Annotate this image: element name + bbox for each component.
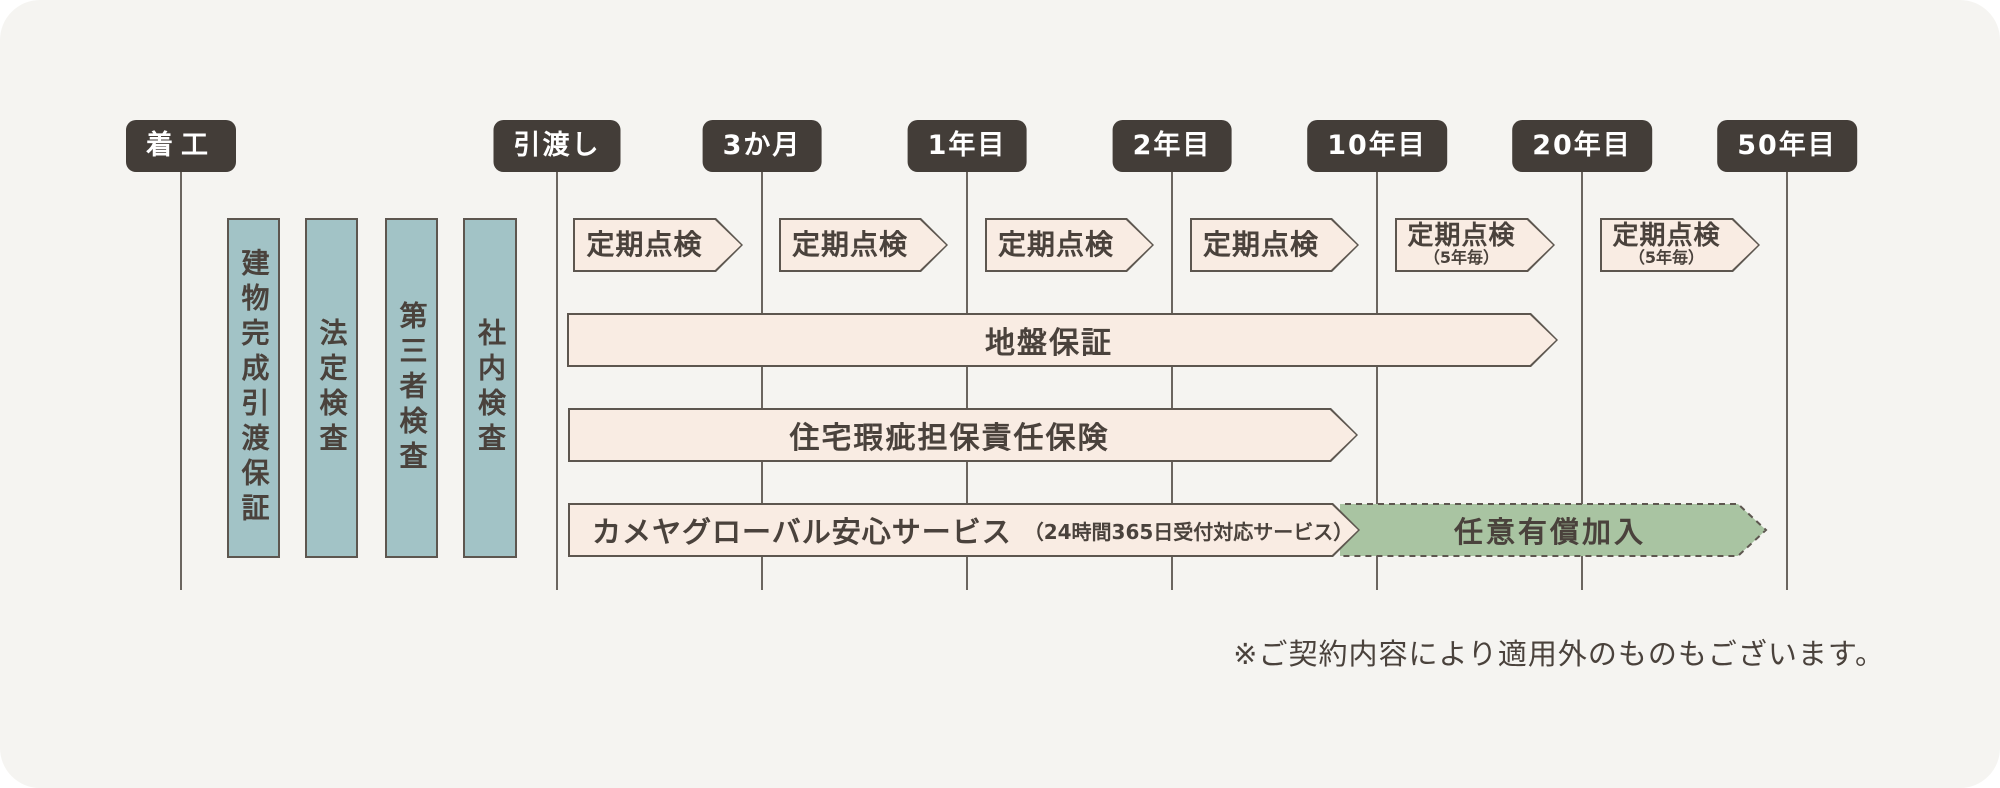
milestone-label: 20年目 bbox=[1512, 120, 1652, 172]
periodic-inspection-label: 定期点検 bbox=[791, 228, 908, 262]
periodic-inspection-sublabel: （5年毎） bbox=[1423, 248, 1500, 268]
ground-warranty-label: 地盤保証 bbox=[985, 326, 1113, 361]
optional-paid-banner: 任意有償加入 bbox=[1340, 503, 1768, 557]
milestone-hikiwatashi: 引渡し bbox=[493, 120, 621, 172]
process-bar-label: 社内検査 bbox=[474, 318, 507, 458]
periodic-inspection-sublabel: （5年毎） bbox=[1628, 248, 1705, 268]
process-bar-inhouse-inspection: 社内検査 bbox=[463, 218, 517, 558]
periodic-inspection-label: 定期点検 bbox=[586, 228, 703, 262]
milestone-year10: 10年目 bbox=[1307, 120, 1447, 172]
periodic-inspection-arrow-3: 定期点検 bbox=[985, 218, 1154, 272]
arrow-fill bbox=[781, 220, 946, 270]
kameya-service-note: （24時間365日受付対応サービス） bbox=[1023, 519, 1354, 544]
timeline-line-3months bbox=[761, 170, 763, 590]
periodic-inspection-label: 定期点検 bbox=[1407, 220, 1516, 251]
timeline-line-year10 bbox=[1376, 170, 1378, 590]
defect-insurance-banner: 住宅瑕疵担保責任保険 bbox=[568, 408, 1358, 462]
periodic-inspection-arrow-4: 定期点検 bbox=[1190, 218, 1359, 272]
milestone-label: 10年目 bbox=[1307, 120, 1447, 172]
milestone-label: 引渡し bbox=[493, 120, 621, 172]
process-bar-label: 建物完成引渡保証 bbox=[237, 248, 271, 528]
process-bar-label: 法定検査 bbox=[315, 318, 349, 458]
periodic-inspection-arrow-2: 定期点検 bbox=[779, 218, 948, 272]
milestone-label: 1年目 bbox=[907, 120, 1027, 172]
arrow-fill bbox=[1397, 220, 1553, 270]
contract-footnote: ※ご契約内容により適用外のものもございます。 bbox=[1233, 637, 1885, 671]
milestone-label: 3か月 bbox=[702, 120, 822, 172]
milestone-year20: 20年目 bbox=[1512, 120, 1652, 172]
timeline-line-hikiwatashi bbox=[556, 170, 558, 590]
milestone-chakko: 着工 bbox=[126, 120, 236, 172]
timeline-line-year1 bbox=[966, 170, 968, 590]
periodic-inspection-label: 定期点検 bbox=[1612, 220, 1721, 251]
kameya-service-banner: カメヤグローバル安心サービス （24時間365日受付対応サービス） bbox=[568, 503, 1360, 557]
timeline-line-year50 bbox=[1786, 170, 1788, 590]
arrow-fill bbox=[575, 220, 741, 270]
arrow-fill bbox=[569, 315, 1556, 365]
kameya-service-label: カメヤグローバル安心サービス bbox=[592, 515, 1012, 549]
periodic-inspection-label: 定期点検 bbox=[1202, 228, 1319, 262]
milestone-3months: 3か月 bbox=[702, 120, 822, 172]
periodic-inspection-arrow-1: 定期点検 bbox=[573, 218, 743, 272]
periodic-inspection-label: 定期点検 bbox=[997, 228, 1114, 262]
milestone-year1: 1年目 bbox=[907, 120, 1027, 172]
process-bar-completion-guarantee: 建物完成引渡保証 bbox=[227, 218, 280, 558]
milestone-label: 2年目 bbox=[1112, 120, 1232, 172]
arrow-fill bbox=[1192, 220, 1357, 270]
process-bar-statutory-inspection: 法定検査 bbox=[305, 218, 358, 558]
optional-paid-label: 任意有償加入 bbox=[1453, 515, 1646, 549]
arrow-fill bbox=[570, 410, 1356, 460]
periodic-inspection-arrow-6: 定期点検 （5年毎） bbox=[1600, 218, 1760, 272]
optional-arrow-shape bbox=[1340, 503, 1768, 557]
milestone-label: 着工 bbox=[126, 120, 236, 172]
milestone-year2: 2年目 bbox=[1112, 120, 1232, 172]
milestone-label: 50年目 bbox=[1717, 120, 1857, 172]
milestone-year50: 50年目 bbox=[1717, 120, 1857, 172]
timeline-line-chakko bbox=[180, 170, 182, 590]
arrow-fill bbox=[570, 505, 1358, 555]
timeline-line-year2 bbox=[1171, 170, 1173, 590]
process-bar-label: 第三者検査 bbox=[395, 300, 429, 476]
process-bar-thirdparty-inspection: 第三者検査 bbox=[385, 218, 438, 558]
defect-insurance-label: 住宅瑕疵担保責任保険 bbox=[789, 421, 1110, 456]
arrow-fill bbox=[987, 220, 1152, 270]
periodic-inspection-arrow-5: 定期点検 （5年毎） bbox=[1395, 218, 1555, 272]
arrow-fill bbox=[1602, 220, 1758, 270]
timeline-line-year20 bbox=[1581, 170, 1583, 590]
ground-warranty-banner: 地盤保証 bbox=[567, 313, 1558, 367]
